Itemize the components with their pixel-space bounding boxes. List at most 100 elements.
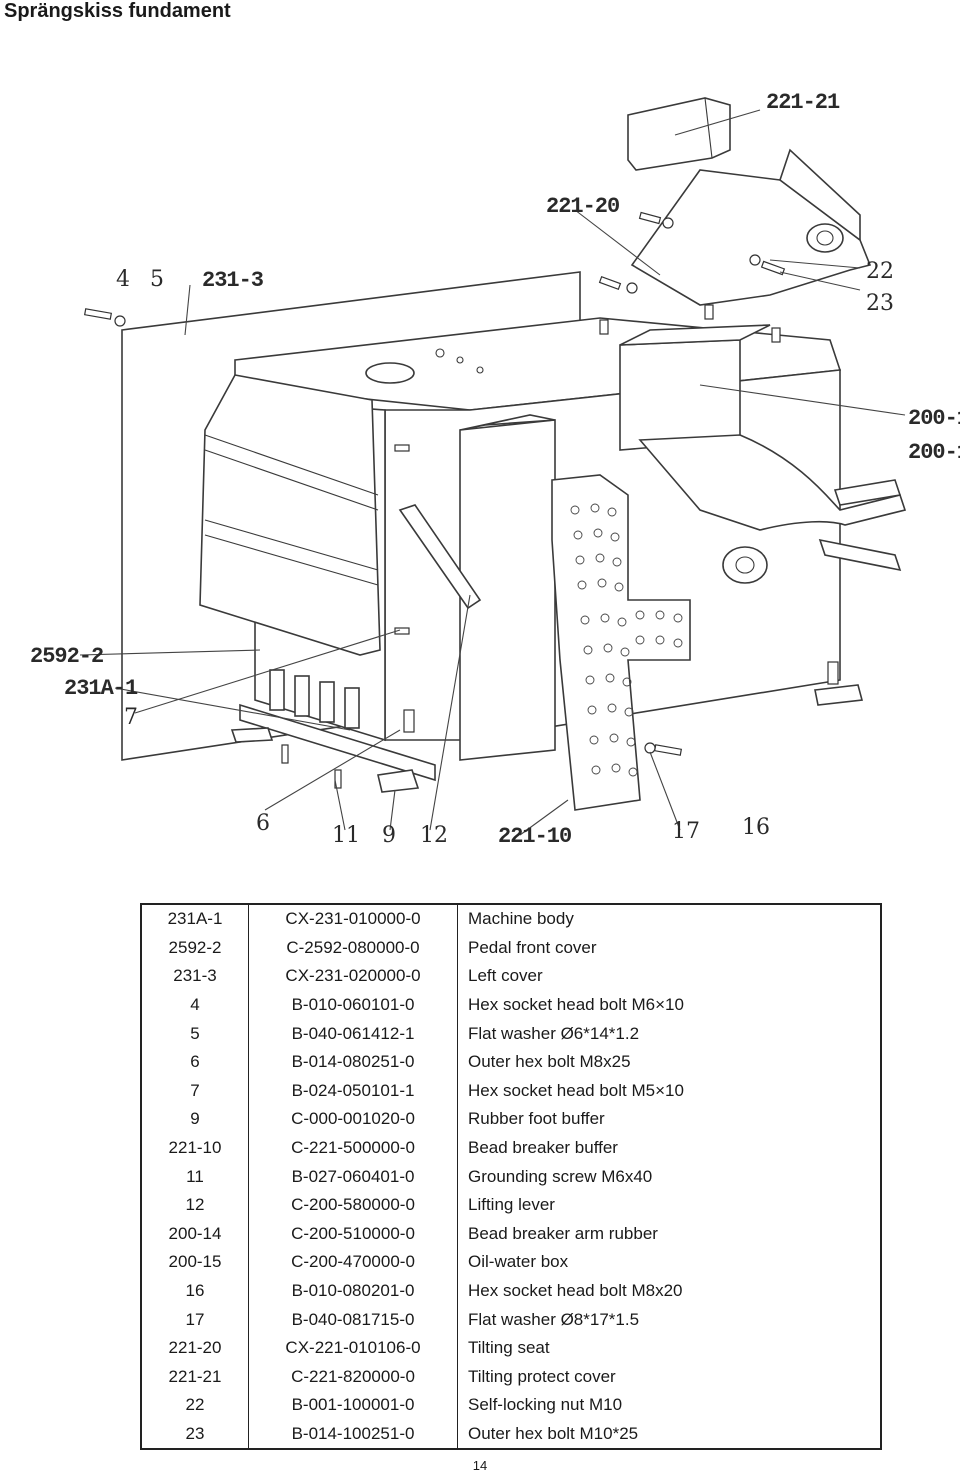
vertical-column <box>459 419 556 761</box>
part-description-cell: Left cover <box>468 966 543 986</box>
part-description-cell: Flat washer Ø6*14*1.2 <box>468 1023 640 1043</box>
pedal-slot <box>319 681 335 723</box>
top-hole-small <box>435 348 445 358</box>
rubber-foot-buffer <box>377 769 420 793</box>
part-number-cell: 231A-1 <box>141 904 249 934</box>
part-code-cell: CX-231-010000-0 <box>248 904 458 934</box>
tilting-seat-hole <box>806 223 844 253</box>
arm-bracket-plate <box>833 479 902 506</box>
part-number-cell: 4 <box>141 990 249 1020</box>
exploded-diagram: 221-21 221-20 4 5 231-3 22 23 200-15 200… <box>0 40 960 860</box>
page-title: Sprängskiss fundament <box>4 0 231 22</box>
pedal-base-plate <box>239 703 436 782</box>
part-number-cell: 6 <box>141 1047 249 1077</box>
rubber-foot-buffer <box>814 684 864 706</box>
part-number-cell: 9 <box>141 1105 249 1134</box>
callout-11: 11 <box>332 823 360 848</box>
callout-16: 16 <box>742 815 770 840</box>
part-number-cell: 2592-2 <box>141 933 249 963</box>
part-description-cell: Hex socket head bolt M8x20 <box>468 1281 683 1301</box>
part-number-cell: 200-14 <box>141 1219 249 1249</box>
part-number-cell: 11 <box>141 1162 249 1191</box>
part-code-cell: B-010-060101-0 <box>248 990 458 1020</box>
part-description-cell: Grounding screw M6x40 <box>468 1166 653 1186</box>
callout-9: 9 <box>382 823 396 848</box>
part-code-cell: B-040-061412-1 <box>248 1019 458 1048</box>
top-hole-small <box>476 366 484 374</box>
pedal-slot <box>269 669 285 711</box>
part-code-cell: C-200-580000-0 <box>248 1190 458 1220</box>
callout-231a-1: 231A-1 <box>64 676 138 701</box>
part-code-cell: C-200-510000-0 <box>248 1219 458 1249</box>
part-code-cell: C-200-470000-0 <box>248 1248 458 1277</box>
leader-lines <box>79 109 906 836</box>
part-code-cell: C-221-500000-0 <box>248 1133 458 1163</box>
part-number-cell: 221-21 <box>141 1362 249 1392</box>
part-code-cell: B-010-080201-0 <box>248 1276 458 1306</box>
column-top <box>459 414 556 431</box>
part-number-cell: 16 <box>141 1276 249 1306</box>
top-hole-small <box>456 356 464 364</box>
callout-17: 17 <box>672 819 700 844</box>
part-description-cell: Pedal front cover <box>468 937 597 957</box>
part-description-cell: Machine body <box>468 909 574 929</box>
callout-231-3: 231-3 <box>202 268 264 293</box>
part-description-cell: Self-locking nut M10 <box>468 1395 623 1415</box>
callout-200-14: 200-14 <box>908 440 960 465</box>
part-number-cell: 221-20 <box>141 1333 249 1363</box>
part-number-cell: 22 <box>141 1391 249 1420</box>
cover-ridge <box>204 449 379 511</box>
part-code-cell: C-2592-080000-0 <box>248 933 458 963</box>
part-number-cell: 5 <box>141 1019 249 1048</box>
callout-4: 4 <box>116 267 130 292</box>
cover-edge <box>704 97 713 159</box>
part-number-cell: 221-10 <box>141 1133 249 1163</box>
callout-5: 5 <box>150 267 164 292</box>
part-number-cell: 12 <box>141 1190 249 1220</box>
part-description-cell: Outer hex bolt M8x25 <box>468 1052 631 1072</box>
part-code-cell: CX-231-020000-0 <box>248 962 458 991</box>
rubber-foot-buffer <box>230 727 274 743</box>
lifting-lever <box>398 504 482 610</box>
part-code-cell: B-014-100251-0 <box>248 1419 458 1450</box>
part-description-cell: Oil-water box <box>468 1252 569 1272</box>
part-number-cell: 7 <box>141 1076 249 1106</box>
callout-23: 23 <box>866 291 894 316</box>
callout-22: 22 <box>866 259 894 284</box>
part-number-cell: 23 <box>141 1419 249 1450</box>
arm-bracket-plate <box>818 538 902 572</box>
part-description-cell: Hex socket head bolt M5×10 <box>468 1080 684 1100</box>
tilting-seat-hole-bore <box>816 230 834 246</box>
part-code-cell: B-014-080251-0 <box>248 1047 458 1077</box>
part-description-cell: Tilting seat <box>468 1338 550 1358</box>
part-number-cell: 231-3 <box>141 962 249 991</box>
part-code-cell: B-040-081715-0 <box>248 1305 458 1334</box>
part-description-cell: Hex socket head bolt M6×10 <box>468 995 684 1015</box>
pedal-slot <box>294 675 310 717</box>
part-description-cell: Bead breaker buffer <box>468 1138 618 1158</box>
cover-ridge <box>204 534 379 586</box>
tilting-seat-side <box>779 148 861 242</box>
callout-12: 12 <box>420 823 448 848</box>
part-number-cell: 200-15 <box>141 1248 249 1277</box>
cover-ridge <box>204 434 379 496</box>
perforation-holes <box>570 503 683 777</box>
callout-221-21: 221-21 <box>766 90 840 115</box>
pedal-front-cover <box>199 374 381 656</box>
round-bushing-bore <box>735 556 755 574</box>
page-number: 14 <box>472 1458 488 1473</box>
